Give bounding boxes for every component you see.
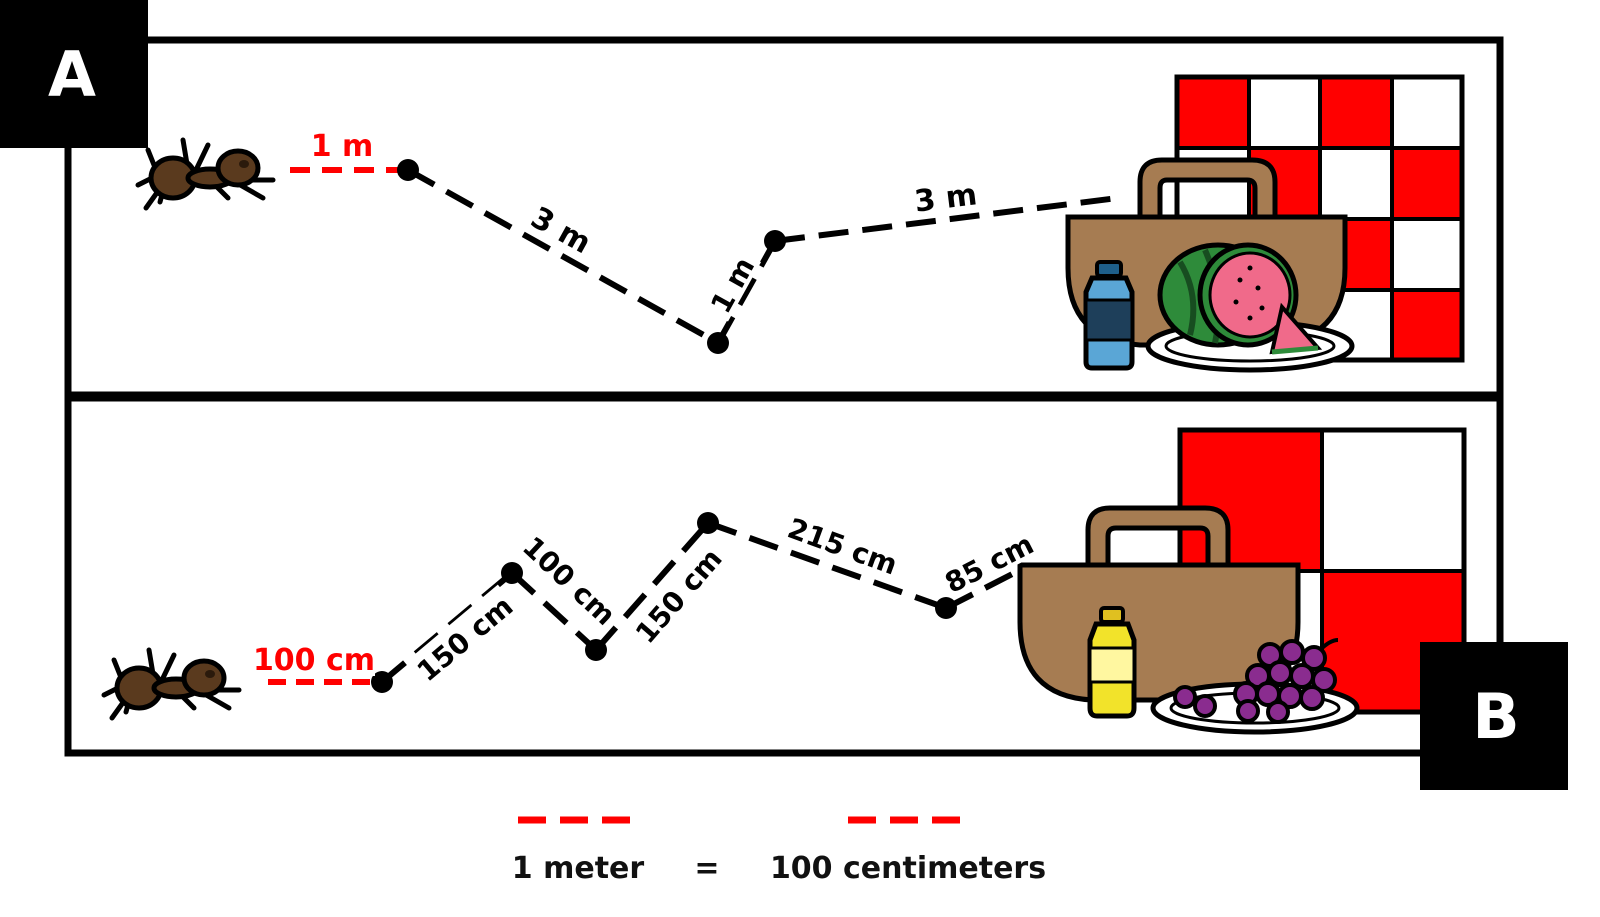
ant-icon <box>104 650 239 718</box>
legend: 1 meter = 100 centimeters <box>512 816 1046 886</box>
legend-left-label: 1 meter <box>512 851 645 886</box>
panel-a-badge: A <box>0 0 148 148</box>
segment-label: 150 cm <box>411 590 520 689</box>
panel-b-food <box>1017 427 1467 735</box>
path-segment <box>715 239 778 345</box>
path-segment <box>406 167 720 346</box>
path-point <box>935 597 957 619</box>
panel-letter: A <box>48 38 96 111</box>
path-point <box>697 512 719 534</box>
segment-label: 100 cm <box>253 643 375 678</box>
path-point <box>585 639 607 661</box>
segment-label: 3 m <box>913 177 979 219</box>
panel-b-path: 100 cm 150 cm 100 cm 150 cm 215 cm 85 cm <box>253 506 1040 693</box>
path-point <box>397 159 419 181</box>
path-segment <box>593 521 711 652</box>
panel-b-badge: B <box>1420 642 1568 790</box>
panel-a-path: 1 m 3 m 1 m 3 m <box>290 128 1119 354</box>
watermelon-icon <box>1157 242 1323 355</box>
path-point <box>707 332 729 354</box>
grapes-icon <box>1173 638 1339 724</box>
panel-b-frame <box>64 394 1504 757</box>
panel-letter: B <box>1472 680 1519 753</box>
path-point <box>764 230 786 252</box>
path-point <box>501 562 523 584</box>
path-point <box>371 671 393 693</box>
oil-bottle-icon <box>1087 606 1137 719</box>
path-segment <box>509 570 599 653</box>
panel-a-food <box>1065 74 1465 373</box>
path-segment <box>774 195 1119 244</box>
segment-label: 100 cm <box>516 530 622 632</box>
legend-right-label: 100 centimeters <box>770 851 1046 886</box>
path-segment <box>944 565 1026 611</box>
water-bottle-icon <box>1083 260 1135 371</box>
legend-equals: = <box>694 851 719 886</box>
segment-label: 1 m <box>311 129 374 164</box>
ant-icon <box>138 140 273 208</box>
